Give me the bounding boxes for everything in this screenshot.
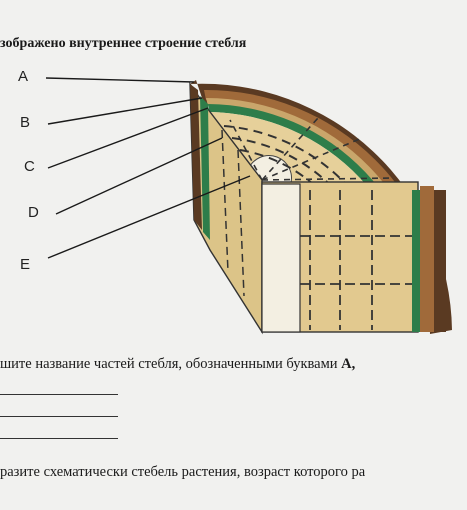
left-face-dashes [221,129,245,297]
diagram-heading: зображено внутреннее строение стебля [0,36,247,51]
leader-lines [45,77,251,259]
front-outer-bark-strip [434,190,446,332]
front-bark-strip [420,186,434,332]
front-cambium-strip [412,190,420,332]
front-face-grid [300,190,412,330]
instruction-text: шите название частей стебля, обозначенны… [0,356,338,372]
instruction-bold-letter: A, [341,356,356,372]
medullary-rays [229,117,393,181]
pith-column [261,183,301,333]
label-d: D [28,204,39,221]
label-a: A [18,68,29,85]
question-instruction: шите название частей стебля, обозначенны… [0,356,355,373]
label-c: C [24,158,35,175]
answer-line-3[interactable] [0,438,118,439]
stem-cross-section-diagram [45,77,452,335]
left-cambium-strip [200,96,210,240]
label-e: E [20,256,31,273]
left-bark-strip [190,84,202,230]
label-b: B [20,114,31,131]
answer-line-2[interactable] [0,416,118,417]
task-2-text: разите схематически стебель растения, во… [0,464,366,480]
answer-line-1[interactable] [0,394,118,395]
